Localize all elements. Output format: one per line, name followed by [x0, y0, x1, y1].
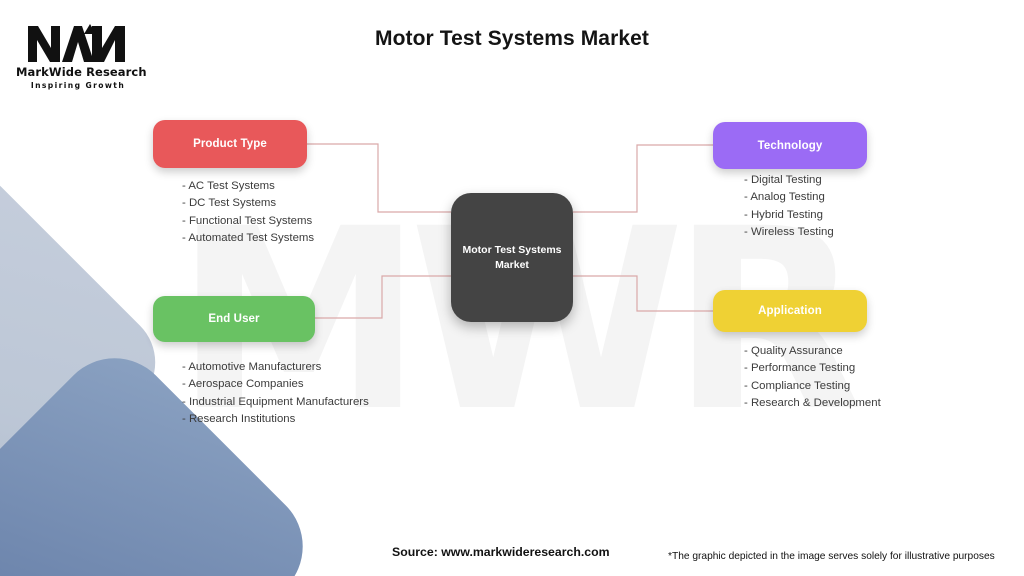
brand-name: MarkWide Research [16, 65, 147, 79]
list-item: - Research & Development [744, 396, 881, 409]
list-item: - Digital Testing [744, 174, 822, 186]
list-item: - Industrial Equipment Manufacturers [182, 395, 369, 408]
connector-application [573, 275, 713, 312]
page-title: Motor Test Systems Market [374, 27, 650, 50]
mwr-monogram-icon [16, 22, 140, 64]
list-item: - Automotive Manufacturers [182, 361, 322, 373]
list-item: - Wireless Testing [744, 225, 834, 238]
branch-items-application: - Quality Assurance - Performance Testin… [744, 343, 881, 412]
source-label: Source: www.markwideresearch.com [392, 545, 610, 559]
list-item: - AC Test Systems [182, 180, 275, 192]
branch-items-product-type: - AC Test Systems - DC Test Systems - Fu… [182, 178, 314, 247]
branch-node-application[interactable]: Application [713, 290, 867, 332]
list-item: - Functional Test Systems [182, 214, 313, 227]
list-item: - Automated Test Systems [182, 231, 315, 244]
list-item: - Analog Testing [744, 191, 825, 204]
branch-items-end-user: - Automotive Manufacturers - Aerospace C… [182, 359, 369, 428]
connector-end-user [315, 275, 451, 319]
list-item: - Performance Testing [744, 362, 856, 375]
disclaimer-label: *The graphic depicted in the image serve… [668, 551, 995, 562]
list-item: - Aerospace Companies [182, 378, 304, 391]
brand-logo: MarkWide Research Inspiring Growth [16, 22, 147, 90]
list-item: - Quality Assurance [744, 345, 843, 357]
hub-node[interactable]: Motor Test Systems Market [451, 193, 573, 322]
list-item: - Compliance Testing [744, 379, 851, 392]
brand-tagline: Inspiring Growth [30, 81, 126, 90]
branch-items-technology: - Digital Testing - Analog Testing - Hyb… [744, 172, 834, 241]
connector-technology [573, 144, 713, 213]
list-item: - Research Institutions [182, 412, 296, 425]
branch-node-product-type[interactable]: Product Type [153, 120, 307, 168]
branch-node-technology[interactable]: Technology [713, 122, 867, 169]
list-item: - DC Test Systems [182, 197, 277, 210]
connector-product-type [307, 143, 451, 213]
branch-node-end-user[interactable]: End User [153, 296, 315, 342]
list-item: - Hybrid Testing [744, 208, 823, 221]
